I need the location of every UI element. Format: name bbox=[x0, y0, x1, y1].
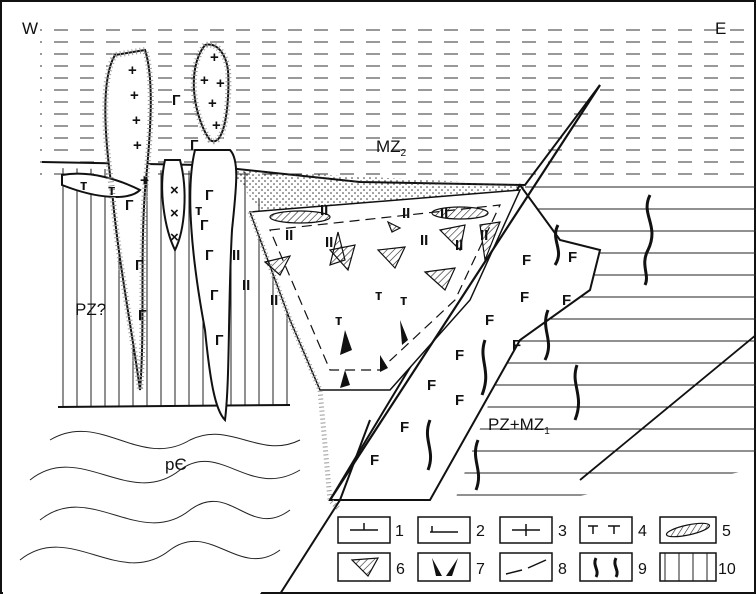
svg-text:3: 3 bbox=[558, 523, 567, 540]
svg-text:+: + bbox=[130, 87, 139, 104]
svg-text:ᴛ: ᴛ bbox=[195, 202, 202, 219]
svg-text:II: II bbox=[270, 292, 278, 309]
svg-text:4: 4 bbox=[638, 523, 647, 540]
svg-text:II: II bbox=[325, 234, 333, 251]
svg-text:F: F bbox=[370, 452, 379, 469]
svg-text:2: 2 bbox=[476, 523, 485, 540]
svg-text:F: F bbox=[400, 419, 409, 436]
west-label: W bbox=[22, 19, 38, 38]
svg-text:F: F bbox=[568, 249, 577, 266]
svg-text:×: × bbox=[170, 229, 179, 246]
svg-text:8: 8 bbox=[558, 561, 567, 578]
svg-text:ᴛ: ᴛ bbox=[375, 287, 382, 304]
svg-text:+: + bbox=[133, 137, 142, 154]
pz-mz1-label: PZ+MZ1 bbox=[488, 415, 550, 437]
svg-text:II: II bbox=[455, 237, 463, 254]
svg-text:II: II bbox=[320, 202, 328, 219]
svg-text:II: II bbox=[480, 227, 488, 244]
svg-text:+: + bbox=[128, 62, 137, 79]
svg-text:F: F bbox=[427, 377, 436, 394]
svg-text:+: + bbox=[132, 112, 141, 129]
svg-text:Г: Г bbox=[200, 217, 209, 234]
svg-text:×: × bbox=[170, 205, 179, 222]
svg-text:F: F bbox=[512, 337, 521, 354]
east-label: E bbox=[715, 19, 726, 38]
svg-text:II: II bbox=[232, 247, 240, 264]
svg-text:Г: Г bbox=[215, 332, 224, 349]
svg-text:×: × bbox=[170, 182, 179, 199]
svg-text:Г: Г bbox=[205, 247, 214, 264]
svg-text:+: + bbox=[140, 172, 149, 189]
svg-text:ᴛ: ᴛ bbox=[400, 292, 407, 309]
svg-text:Г: Г bbox=[125, 197, 134, 214]
precambrian-label: pЄ bbox=[165, 455, 187, 474]
svg-text:II: II bbox=[420, 232, 428, 249]
svg-text:Г: Г bbox=[138, 307, 147, 324]
svg-text:+: + bbox=[212, 117, 221, 134]
svg-text:1: 1 bbox=[395, 523, 404, 540]
svg-text:6: 6 bbox=[396, 561, 405, 578]
svg-text:+: + bbox=[216, 75, 225, 92]
svg-text:II: II bbox=[285, 227, 293, 244]
svg-text:F: F bbox=[522, 252, 531, 269]
svg-text:Г: Г bbox=[190, 137, 199, 154]
svg-text:II: II bbox=[402, 205, 410, 222]
svg-text:F: F bbox=[520, 289, 529, 306]
svg-text:+: + bbox=[200, 72, 209, 89]
svg-text:ᴛ: ᴛ bbox=[335, 312, 342, 329]
svg-text:F: F bbox=[455, 392, 464, 409]
svg-text:F: F bbox=[455, 347, 464, 364]
svg-text:Г: Г bbox=[172, 92, 181, 109]
svg-text:Г: Г bbox=[135, 257, 144, 274]
svg-text:9: 9 bbox=[638, 561, 647, 578]
svg-text:ᴛ: ᴛ bbox=[108, 182, 115, 199]
svg-text:ᴛ: ᴛ bbox=[80, 177, 87, 194]
svg-text:II: II bbox=[440, 205, 448, 222]
pz-question-label: PZ? bbox=[75, 300, 106, 319]
svg-text:5: 5 bbox=[722, 523, 731, 540]
svg-text:II: II bbox=[242, 277, 250, 294]
svg-text:+: + bbox=[208, 95, 217, 112]
svg-text:10: 10 bbox=[718, 561, 736, 578]
diorite-symbols: × × × bbox=[170, 182, 179, 246]
svg-text:F: F bbox=[485, 312, 494, 329]
svg-text:+: + bbox=[210, 49, 219, 66]
svg-text:F: F bbox=[562, 292, 571, 309]
svg-text:Г: Г bbox=[205, 187, 214, 204]
svg-text:7: 7 bbox=[476, 561, 485, 578]
svg-text:Г: Г bbox=[210, 287, 219, 304]
